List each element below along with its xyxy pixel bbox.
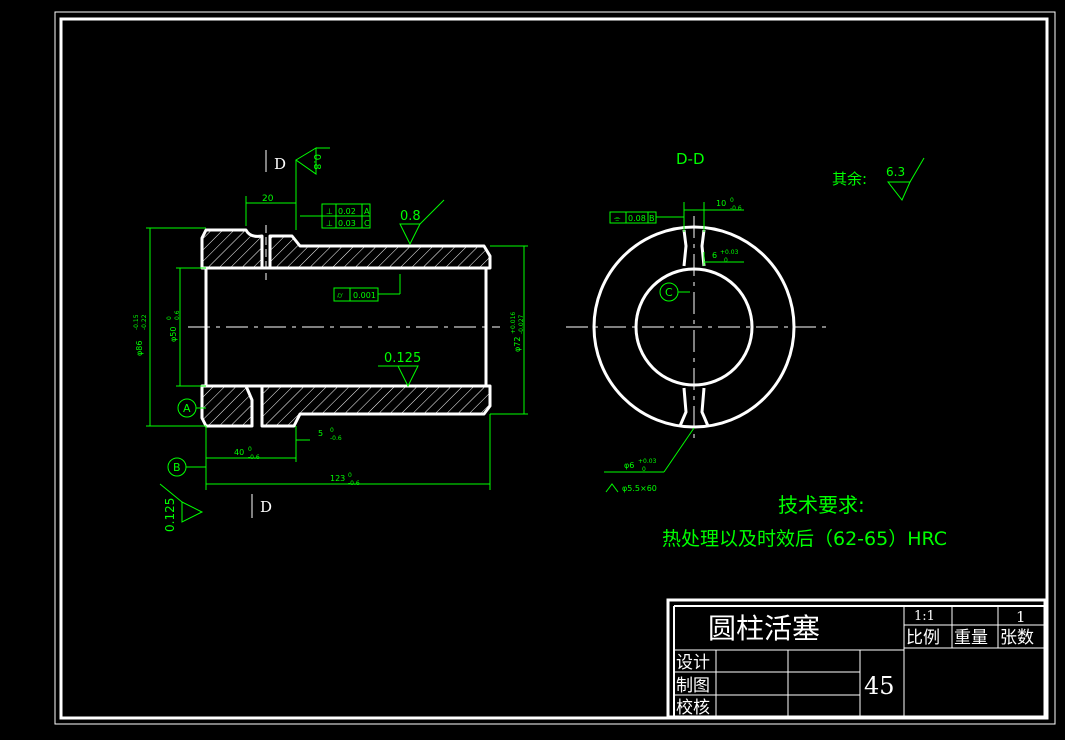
dim-hole: φ5.5×60	[622, 484, 657, 493]
dim-40: 40	[234, 448, 244, 457]
frame4-datum: B	[649, 214, 655, 223]
roughness-face: 0.125	[163, 498, 177, 532]
frame4-value: 0.08	[628, 214, 646, 223]
material: 45	[864, 672, 895, 700]
part-name: 圆柱活塞	[708, 612, 820, 645]
frame1-datum: A	[364, 207, 370, 216]
general-roughness-label: 其余:	[832, 170, 867, 188]
svg-text:-0.6: -0.6	[730, 205, 742, 212]
svg-text:0: 0	[330, 427, 334, 434]
svg-text:-0.22: -0.22	[141, 314, 148, 330]
inner-border	[59, 17, 1049, 720]
tech-text: 热处理以及时效后（62-65）HRC	[662, 528, 947, 550]
outer-border	[54, 11, 1056, 725]
dim-dia86: φ86	[135, 341, 144, 356]
svg-text:-0.6: -0.6	[330, 435, 342, 442]
svg-text:-0.027: -0.027	[518, 314, 525, 334]
tech-title: 技术要求:	[778, 493, 865, 517]
roughness-bore: 0.125	[384, 351, 421, 366]
svg-text:0: 0	[730, 197, 734, 204]
design-label: 设计	[676, 653, 710, 673]
svg-text:0: 0	[348, 472, 352, 479]
dim-10: 10	[716, 199, 726, 208]
drawing-label: 制图	[676, 676, 710, 696]
svg-text:-0.6: -0.6	[348, 480, 360, 487]
svg-text:-0.15: -0.15	[133, 314, 140, 330]
roughness-top: 0.8	[400, 209, 421, 224]
frame1-value: 0.02	[338, 207, 356, 216]
tolerance-frame-cylindricity	[333, 287, 379, 302]
svg-text:+0.03: +0.03	[720, 249, 739, 256]
sheets-value: 1	[1016, 608, 1026, 626]
svg-text:+0.016: +0.016	[510, 312, 517, 334]
view-title: D-D	[676, 150, 705, 168]
frame2-datum: C	[364, 219, 370, 228]
title-block	[666, 598, 1047, 719]
sheets-label: 张数	[1000, 628, 1034, 648]
svg-text:-0.6: -0.6	[248, 454, 260, 461]
svg-text:0: 0	[248, 446, 252, 453]
weight-label: 重量	[954, 628, 988, 648]
dim-20: 20	[262, 194, 274, 204]
svg-text:0.6: 0.6	[174, 310, 181, 320]
section-marker-top: D	[274, 155, 286, 173]
svg-text:⊥: ⊥	[326, 207, 333, 216]
end-view-annotations	[604, 157, 925, 493]
svg-text:⌯: ⌯	[614, 214, 621, 223]
dim-slot6-bottom: φ6	[624, 461, 634, 470]
general-roughness-value: 6.3	[886, 165, 905, 179]
end-view	[566, 216, 826, 440]
section-marker-bottom: D	[260, 498, 272, 516]
scale-value: 1:1	[914, 609, 935, 624]
check-label: 校核	[676, 698, 710, 718]
svg-text:+0.03: +0.03	[638, 458, 657, 465]
datum-b: B	[173, 461, 181, 474]
svg-text:0: 0	[642, 466, 646, 473]
tolerance-frame-runout	[321, 203, 371, 229]
datum-c: C	[665, 286, 673, 299]
dim-dia50: φ50	[169, 327, 178, 342]
section-view	[188, 225, 500, 428]
roughness-flank: 0.8	[311, 154, 322, 170]
svg-text:⊥: ⊥	[326, 219, 333, 228]
dim-123: 123	[330, 474, 345, 483]
datum-a: A	[183, 402, 191, 415]
dim-5: 5	[318, 429, 323, 438]
dim-slot6: 6	[712, 251, 717, 260]
bottom-wall-section	[200, 384, 492, 428]
section-annotations	[146, 147, 528, 523]
svg-text:0: 0	[166, 316, 173, 320]
frame3-value: 0.001	[353, 291, 376, 300]
dim-dia72: φ72	[513, 337, 522, 352]
svg-text:⌭: ⌭	[337, 291, 343, 300]
frame2-value: 0.03	[338, 219, 356, 228]
scale-label: 比例	[906, 628, 940, 648]
svg-text:0: 0	[724, 257, 728, 264]
top-wall-section	[200, 228, 492, 270]
